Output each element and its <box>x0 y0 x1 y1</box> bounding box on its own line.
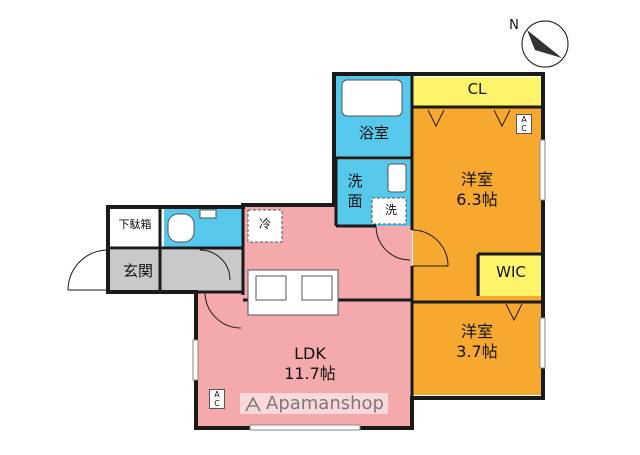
western-small-name: 洋室 <box>460 322 493 341</box>
closet-area <box>413 77 541 107</box>
north-arrow-icon <box>527 30 562 58</box>
ldk-size: 11.7帖 <box>284 364 336 383</box>
kitchen-counter-icon <box>247 269 339 316</box>
western-small-size: 3.7帖 <box>456 342 498 361</box>
western-small-area <box>413 302 541 395</box>
washer-space-icon <box>371 197 407 225</box>
washer-label: 洗 <box>384 203 397 217</box>
washroom-label-line1: 洗 <box>347 172 363 190</box>
door-swings <box>67 225 449 329</box>
western-large-size: 6.3帖 <box>456 190 498 209</box>
wash-basin-icon <box>387 163 407 193</box>
ldk-name: LDK <box>294 344 326 363</box>
fridge-space-icon <box>247 209 283 243</box>
western-large-name: 洋室 <box>460 170 493 189</box>
bath-label: 浴室 <box>358 124 389 142</box>
fridge-label: 冷 <box>258 217 271 231</box>
shoe-box-label: 下駄箱 <box>118 218 152 231</box>
apamanshop-logo-icon <box>245 395 261 411</box>
watermark-text: Apamanshop <box>266 393 384 414</box>
windows <box>192 139 546 431</box>
closet-label: CL <box>467 80 487 98</box>
washroom-label-line2: 面 <box>347 192 363 210</box>
entrance-label: 玄関 <box>122 262 153 280</box>
closet-door-marks <box>427 109 523 322</box>
wic-label: WIC <box>496 263 526 281</box>
toilet-icon <box>167 209 217 243</box>
bathtub-icon <box>341 79 403 117</box>
ac-mark-ldk: A C <box>209 389 225 409</box>
compass <box>521 20 569 68</box>
ac-mark-western: A C <box>516 114 532 134</box>
watermark: Apamanshop <box>240 393 388 414</box>
compass-north-label: N <box>509 18 519 33</box>
wic-area <box>480 254 542 296</box>
